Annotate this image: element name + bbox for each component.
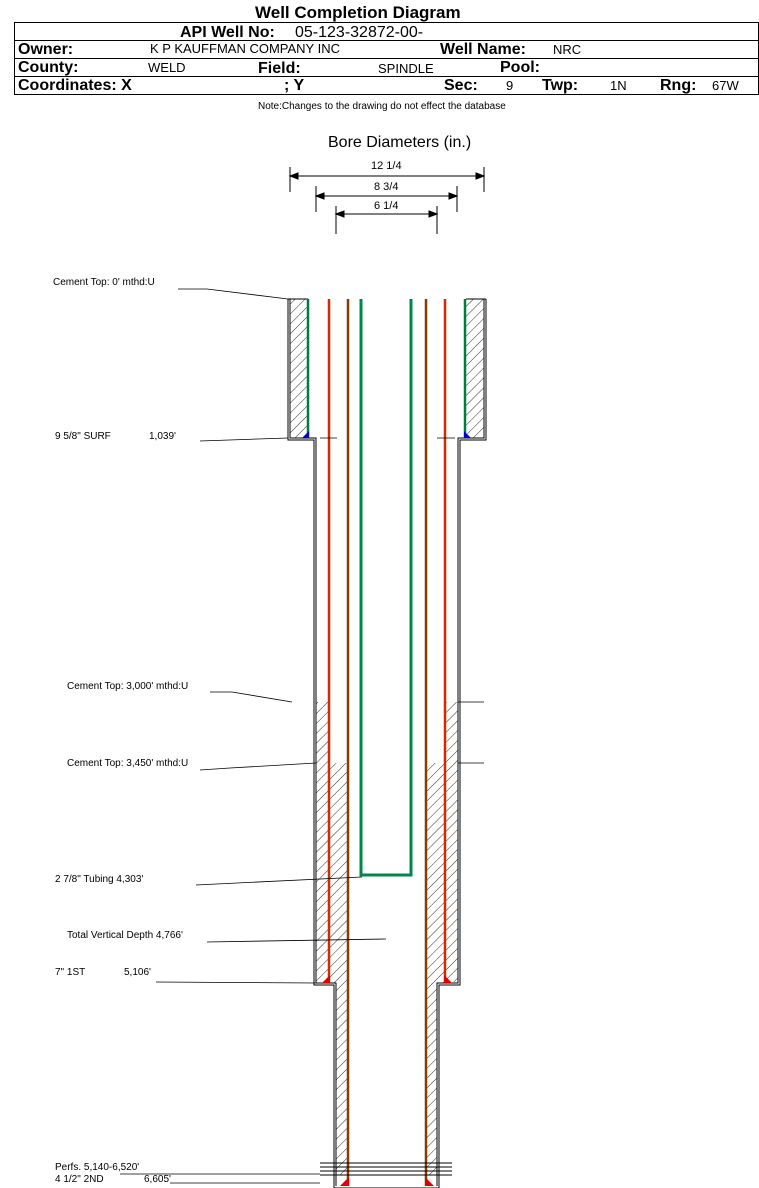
bore-dimension-12-1-4 (288, 167, 486, 192)
header-row-2-border (14, 58, 759, 59)
field-value: SPINDLE (378, 61, 434, 76)
first-casing-shoe-left (322, 975, 330, 983)
coordinates-label: Coordinates: X (18, 77, 132, 94)
bore-hole-outline-inner-left (287, 299, 487, 1188)
pool-label: Pool: (500, 59, 540, 76)
bore-diameter-label-2: 8 3/4 (374, 181, 399, 193)
header-row-1-border (14, 40, 759, 41)
rng-label: Rng: (660, 77, 697, 94)
first-casing-shoe-right (444, 975, 452, 983)
surf-casing-depth-label: 1,039' (149, 431, 176, 442)
api-label: API Well No: (180, 24, 275, 41)
county-value: WELD (148, 60, 186, 75)
second-casing-name-label: 4 1/2" 2ND (55, 1174, 104, 1185)
first-casing-depth-label: 5,106' (124, 967, 151, 978)
cement-top-3450-label: Cement Top: 3,450' mthd:U (67, 758, 189, 769)
first-casing-name-label: 7" 1ST (55, 967, 86, 978)
cement-lower-right (426, 983, 437, 1175)
cement-lower-left (336, 983, 348, 1175)
well-name-value: NRC (553, 42, 582, 57)
second-casing-shoe-right (425, 1177, 434, 1186)
perforation-marks (320, 1162, 452, 1176)
cement-3450-left (330, 763, 348, 983)
sec-label: Sec: (444, 77, 478, 94)
bore-diameters-title: Bore Diameters (in.) (328, 134, 472, 151)
bore-dimension-8-3-4 (314, 186, 459, 212)
owner-value: K P KAUFFMAN COMPANY INC (150, 41, 340, 56)
header-left-border (14, 22, 15, 94)
field-label: Field: (258, 60, 301, 77)
cement-top-0-label: Cement Top: 0' mthd:U (53, 277, 155, 288)
twp-value: 1N (610, 78, 627, 93)
surface-casing-shoe-right (464, 431, 471, 438)
leader-lines (120, 288, 484, 1184)
second-casing-depth-label: 6,605' (144, 1174, 171, 1185)
cement-3450-right (426, 763, 444, 983)
perfs-label: Perfs. 5,140-6,520' (55, 1162, 140, 1173)
header-bottom-border (14, 94, 759, 95)
header-top-border (14, 22, 759, 23)
second-casing-shoe-left (340, 1177, 349, 1186)
cement-3000-right (446, 702, 458, 982)
county-label: County: (18, 59, 79, 76)
bore-diameter-label-3: 6 1/4 (374, 200, 399, 212)
coordinates-y-label: ; Y (284, 77, 305, 94)
rng-value: 67W (712, 78, 739, 93)
well-name-label: Well Name: (440, 41, 526, 58)
api-value: 05-123-32872-00- (295, 24, 424, 41)
bore-hole-outline-right (436, 299, 485, 1186)
owner-label: Owner: (18, 41, 74, 58)
bore-diameter-label-1: 12 1/4 (371, 160, 402, 172)
bore-dimension-6-1-4 (334, 206, 439, 234)
header-row-3-border (14, 76, 759, 77)
surface-cement-left (290, 299, 308, 438)
surface-casing-shoe-left (302, 431, 309, 438)
page-title: Well Completion Diagram (255, 3, 461, 22)
note-text: Note:Changes to the drawing do not effec… (258, 101, 506, 112)
cement-3000-left (316, 702, 328, 982)
cement-top-3000-label: Cement Top: 3,000' mthd:U (67, 681, 189, 692)
sec-value: 9 (506, 78, 514, 93)
bore-hole-outline-left (289, 299, 337, 1186)
tubing (359, 299, 413, 877)
surface-cement-right (466, 299, 484, 438)
tubing-label: 2 7/8" Tubing 4,303' (55, 874, 144, 885)
surf-casing-name-label: 9 5/8" SURF (55, 431, 111, 442)
twp-label: Twp: (542, 77, 579, 94)
tvd-label: Total Vertical Depth 4,766' (67, 930, 183, 941)
